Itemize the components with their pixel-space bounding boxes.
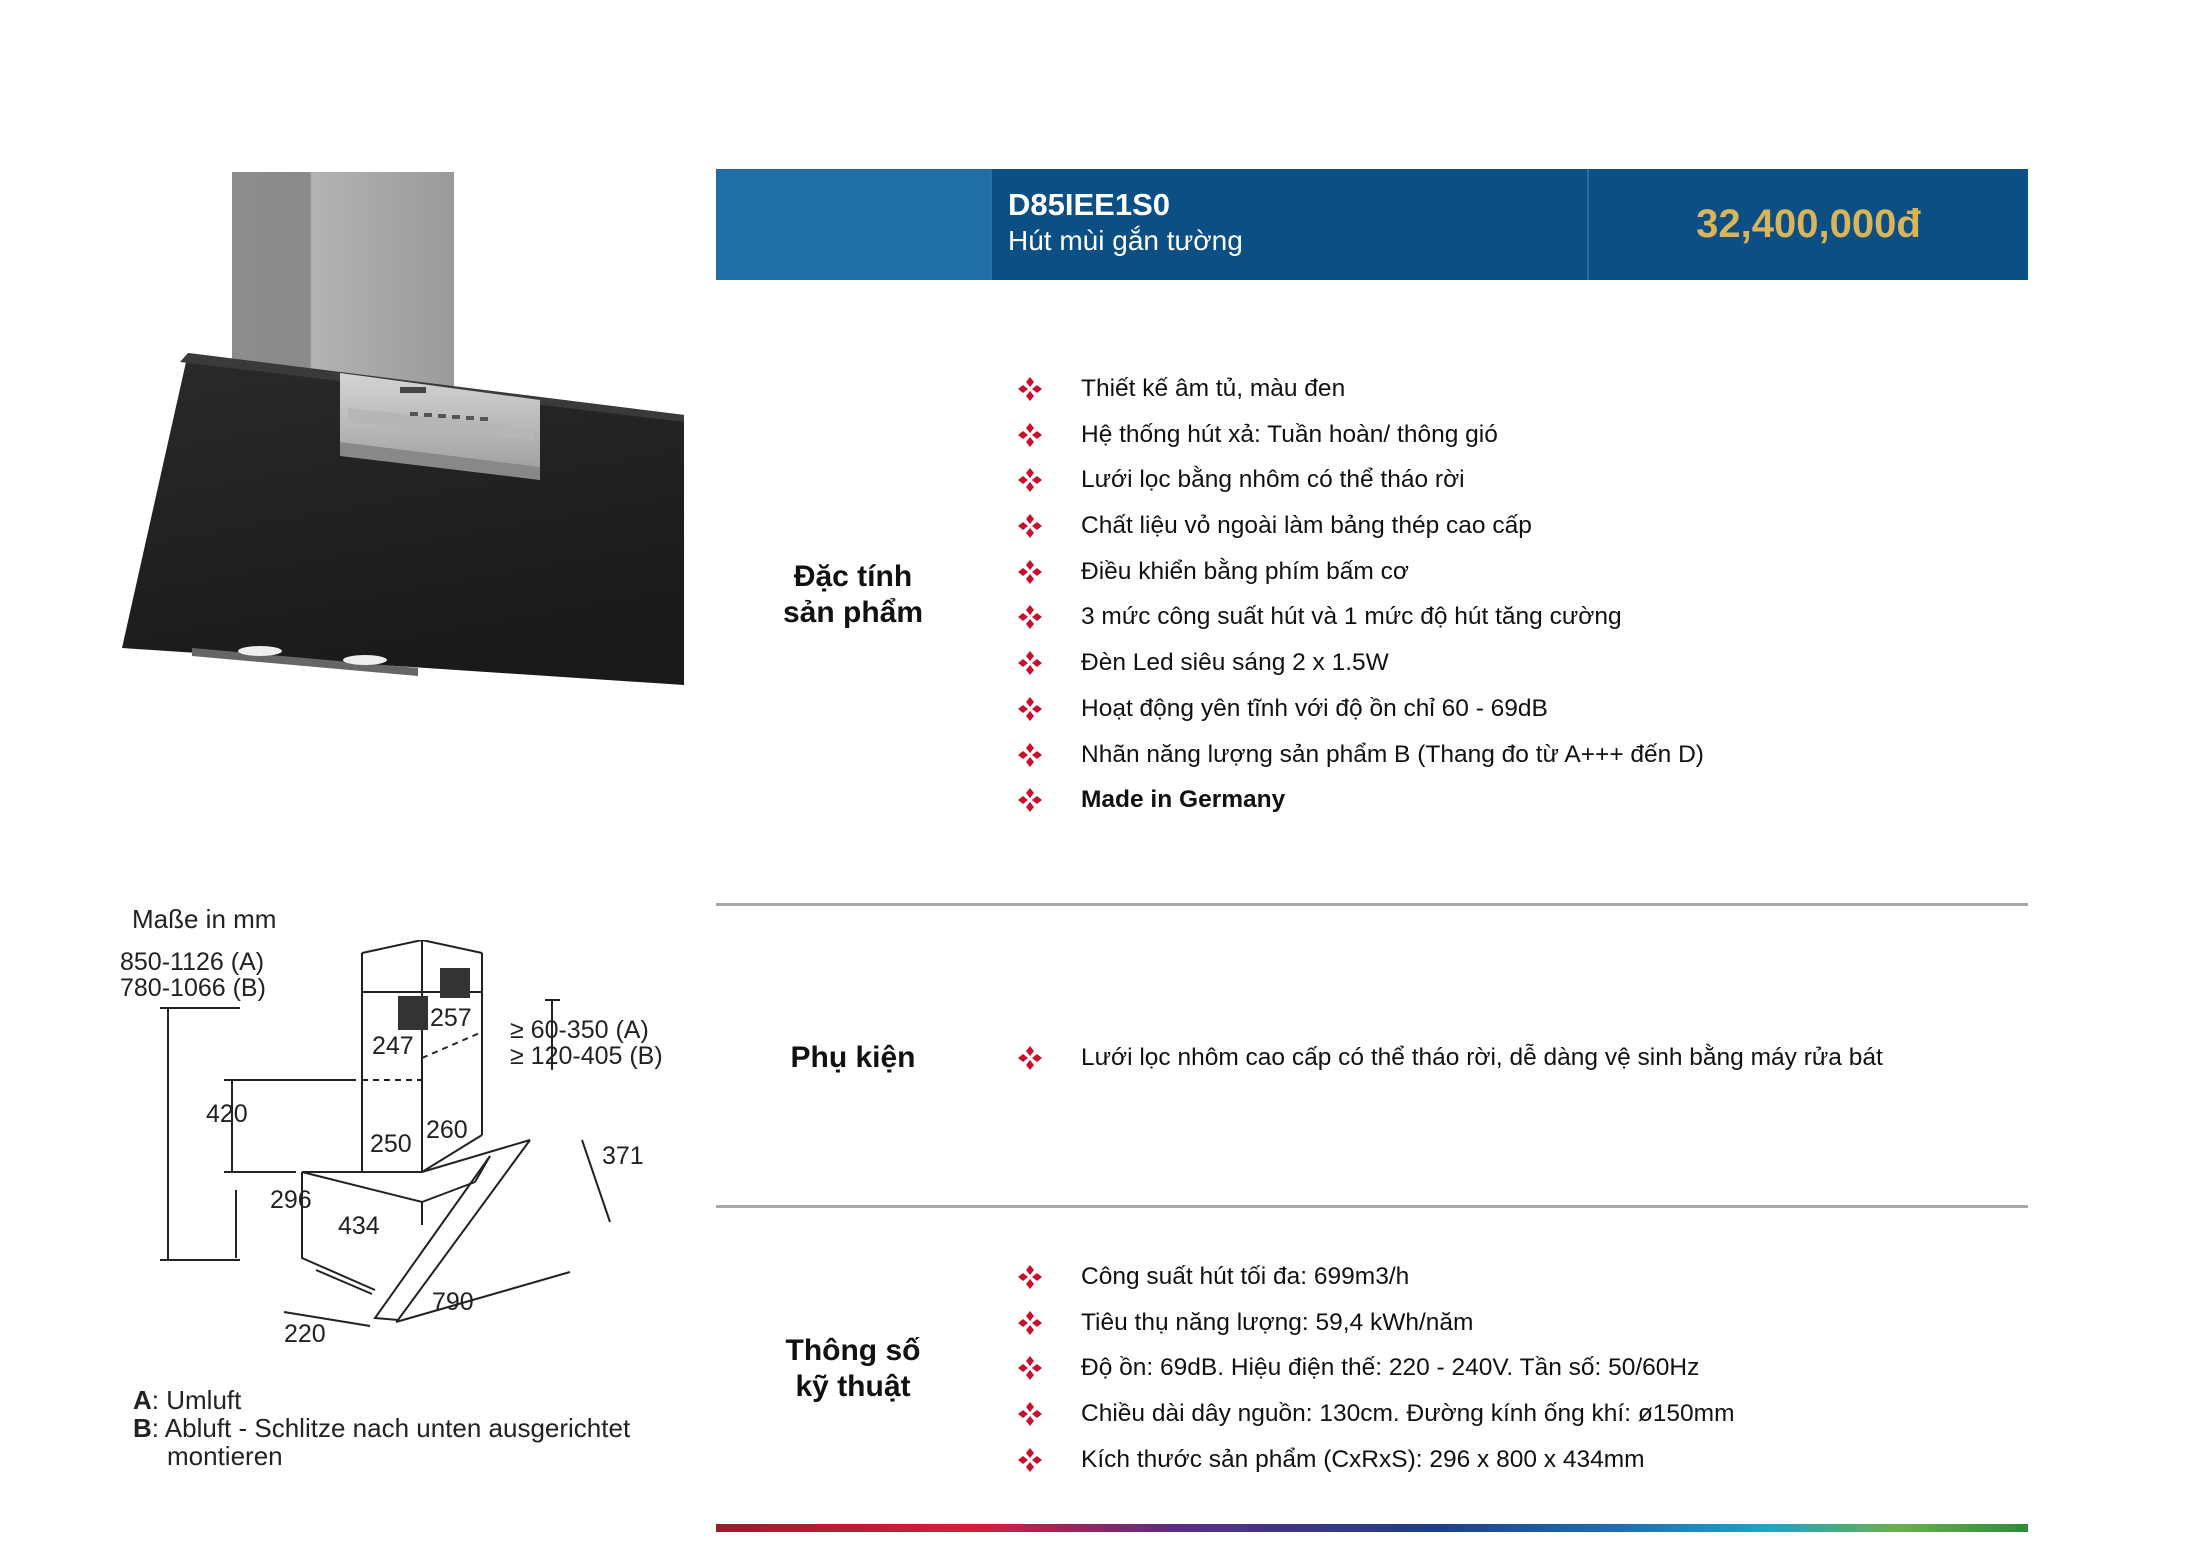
spec-item: Tiêu thụ năng lượng: 59,4 kWh/năm: [1017, 1308, 1735, 1354]
dim-371: 371: [602, 1142, 644, 1170]
spec-text: Độ ồn: 69dB. Hiệu điện thế: 220 - 240V. …: [1081, 1354, 1700, 1382]
feature-item: Hoạt động yên tĩnh với độ ồn chỉ 60 - 69…: [1017, 694, 1704, 740]
feature-text: Chất liệu vỏ ngoài làm bảng thép cao cấp: [1081, 512, 1532, 540]
feature-text: Hoạt động yên tĩnh với độ ồn chỉ 60 - 69…: [1081, 694, 1548, 722]
features-label-line1: Đặc tính: [793, 560, 913, 593]
four-diamond-bullet-icon: [1018, 1402, 1042, 1427]
feature-text: Điều khiển bằng phím bấm cơ: [1081, 557, 1409, 585]
four-diamond-bullet-icon: [1018, 559, 1042, 584]
features-list: Thiết kế âm tủ, màu đen Hệ thống hút xả:…: [1017, 374, 1704, 831]
four-diamond-bullet-icon: [1018, 742, 1042, 767]
legend-text-a: : Umluft: [151, 1385, 242, 1415]
price: 32,400,000đ: [1696, 202, 1921, 246]
feature-text: 3 mức công suất hút và 1 mức độ hút tăng…: [1081, 603, 1622, 631]
feature-item: Thiết kế âm tủ, màu đen: [1017, 374, 1704, 420]
features-label-line2: sản phẩm: [782, 596, 924, 629]
four-diamond-bullet-icon: [1018, 605, 1042, 630]
product-type: Hút mùi gắn tường: [1008, 225, 1243, 256]
spec-item: Độ ồn: 69dB. Hiệu điện thế: 220 - 240V. …: [1017, 1353, 1735, 1399]
four-diamond-bullet-icon: [1018, 696, 1042, 721]
feature-text: Nhãn năng lượng sản phẩm B (Thang đo từ …: [1081, 740, 1704, 768]
four-diamond-bullet-icon: [1018, 1310, 1042, 1335]
accessory-text: Lưới lọc nhôm cao cấp có thể tháo rời, d…: [1081, 1044, 1883, 1071]
accessories-list: Lưới lọc nhôm cao cấp có thể tháo rời, d…: [1017, 1043, 1883, 1089]
dim-247: 247: [372, 1032, 414, 1060]
specs-label-line1: Thông số: [785, 1334, 921, 1367]
model-code: D85IEE1S0: [1008, 187, 1170, 222]
dim-height-b: 780-1066 (B): [120, 974, 266, 1002]
product-photo: [122, 172, 684, 685]
dim-257: 257: [430, 1004, 472, 1032]
four-diamond-bullet-icon: [1018, 1046, 1042, 1070]
brand-color-bar: [716, 1524, 2028, 1532]
feature-item: Hệ thống hút xả: Tuần hoàn/ thông gió: [1017, 420, 1704, 466]
dim-upper-b: ≥ 120-405 (B): [510, 1042, 663, 1070]
legend-key-b: B: [133, 1413, 152, 1443]
dim-260: 260: [426, 1116, 468, 1144]
feature-text: Made in Germany: [1081, 786, 1286, 814]
specs-list: Công suất hút tối đa: 699m3/h Tiêu thụ n…: [1017, 1262, 1735, 1490]
four-diamond-bullet-icon: [1018, 1356, 1042, 1381]
features-label: Đặc tính sản phẩm: [718, 559, 988, 631]
specs-label-line2: kỹ thuật: [795, 1370, 911, 1403]
accessory-item: Lưới lọc nhôm cao cấp có thể tháo rời, d…: [1017, 1043, 1883, 1089]
spec-item: Công suất hút tối đa: 699m3/h: [1017, 1262, 1735, 1308]
spec-text: Công suất hút tối đa: 699m3/h: [1081, 1263, 1410, 1290]
dim-height-a: 850-1126 (A): [120, 948, 264, 976]
dim-420: 420: [206, 1100, 248, 1128]
dim-434: 434: [338, 1212, 380, 1240]
dim-upper-a: ≥ 60-350 (A): [510, 1016, 649, 1044]
four-diamond-bullet-icon: [1018, 377, 1042, 401]
spec-text: Tiêu thụ năng lượng: 59,4 kWh/năm: [1081, 1308, 1474, 1336]
four-diamond-bullet-icon: [1018, 1265, 1042, 1289]
spec-text: Kích thước sản phẩm (CxRxS): 296 x 800 x…: [1081, 1445, 1645, 1473]
dimension-legend: A: Umluft B: Abluft - Schlitze nach unte…: [133, 1386, 630, 1470]
four-diamond-bullet-icon: [1018, 468, 1042, 493]
four-diamond-bullet-icon: [1018, 422, 1042, 447]
header-accent-block: [716, 169, 990, 280]
dim-296: 296: [270, 1186, 312, 1214]
dimension-drawing: 850-1126 (A) 780-1066 (B) 247 257 ≥ 60-3…: [120, 940, 663, 1348]
legend-text-b: : Abluft - Schlitze nach unten ausgerich…: [151, 1413, 631, 1443]
section-divider: [716, 903, 2028, 906]
specs-label: Thông số kỹ thuật: [718, 1333, 988, 1405]
four-diamond-bullet-icon: [1018, 788, 1042, 813]
feature-item: Chất liệu vỏ ngoài làm bảng thép cao cấp: [1017, 511, 1704, 557]
feature-item: Đèn Led siêu sáng 2 x 1.5W: [1017, 648, 1704, 694]
feature-text: Lưới lọc bằng nhôm có thể tháo rời: [1081, 466, 1465, 494]
dimension-title: Maße in mm: [132, 904, 277, 934]
feature-item: Made in Germany: [1017, 785, 1704, 831]
four-diamond-bullet-icon: [1018, 1447, 1042, 1472]
spec-item: Kích thước sản phẩm (CxRxS): 296 x 800 x…: [1017, 1445, 1735, 1491]
feature-text: Thiết kế âm tủ, màu đen: [1081, 375, 1346, 402]
feature-item: Lưới lọc bằng nhôm có thể tháo rời: [1017, 465, 1704, 511]
header-model-block: D85IEE1S0 Hút mùi gắn tường: [990, 169, 1589, 280]
product-header: D85IEE1S0 Hút mùi gắn tường 32,400,000đ: [716, 169, 2028, 280]
four-diamond-bullet-icon: [1018, 514, 1042, 539]
feature-text: Đèn Led siêu sáng 2 x 1.5W: [1081, 649, 1389, 677]
dim-220: 220: [284, 1320, 326, 1348]
section-divider: [716, 1205, 2028, 1208]
spec-text: Chiều dài dây nguồn: 130cm. Đường kính ố…: [1081, 1400, 1735, 1428]
feature-item: Nhãn năng lượng sản phẩm B (Thang đo từ …: [1017, 740, 1704, 786]
feature-item: 3 mức công suất hút và 1 mức độ hút tăng…: [1017, 602, 1704, 648]
dim-790: 790: [432, 1288, 474, 1316]
accessories-label: Phụ kiện: [790, 1041, 916, 1074]
legend-key-a: A: [133, 1385, 152, 1415]
feature-item: Điều khiển bằng phím bấm cơ: [1017, 557, 1704, 603]
header-price-block: 32,400,000đ: [1589, 169, 2028, 280]
four-diamond-bullet-icon: [1018, 651, 1042, 676]
feature-text: Hệ thống hút xả: Tuần hoàn/ thông gió: [1081, 420, 1498, 448]
spec-item: Chiều dài dây nguồn: 130cm. Đường kính ố…: [1017, 1399, 1735, 1445]
legend-text-b2: montieren: [167, 1441, 283, 1471]
dim-250: 250: [370, 1130, 412, 1158]
